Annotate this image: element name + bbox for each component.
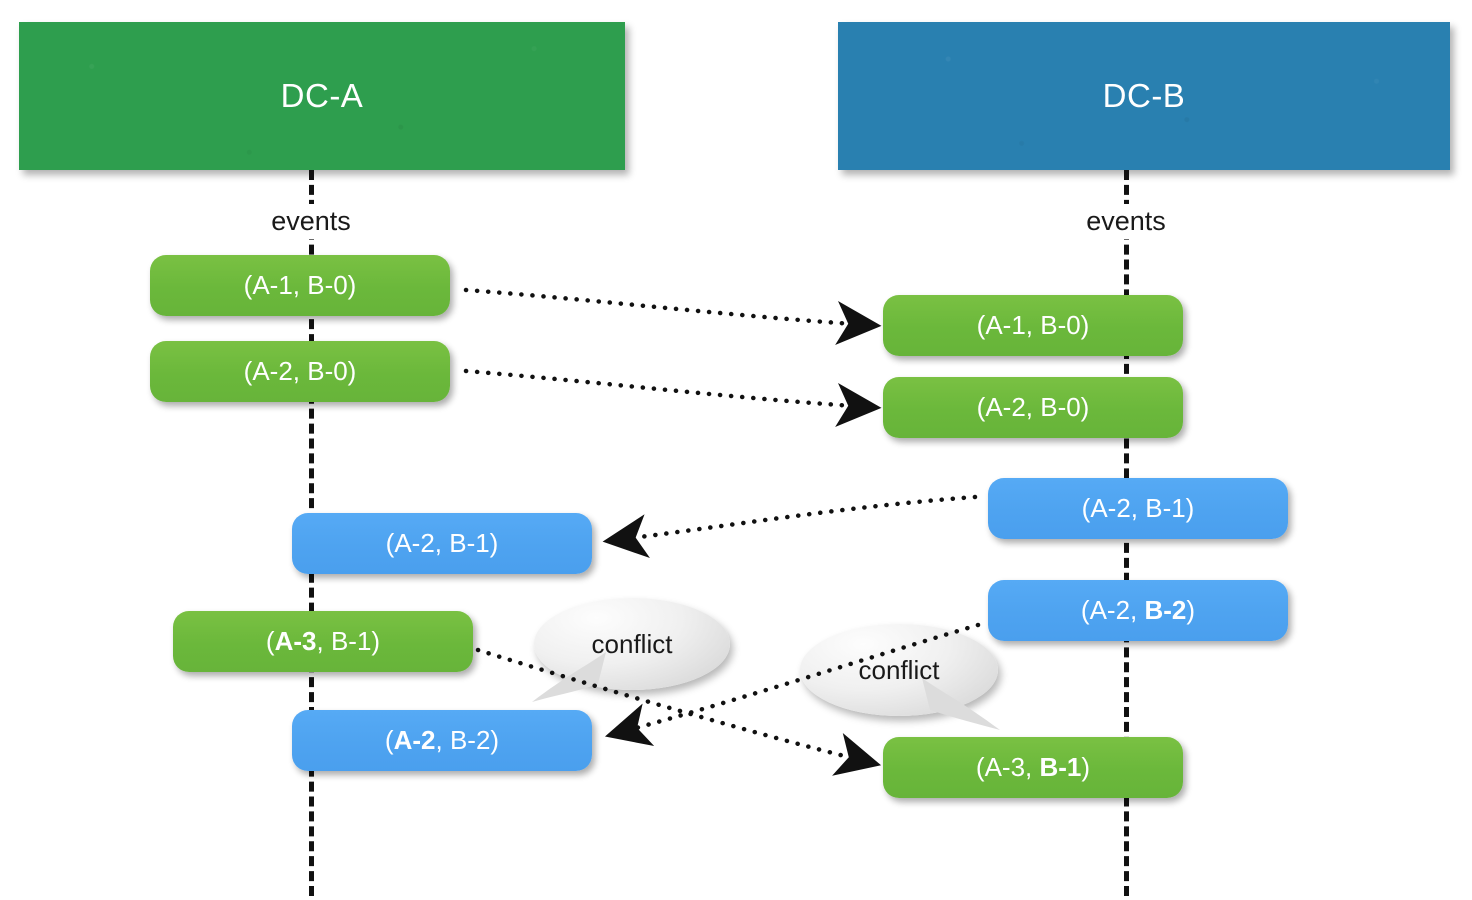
event-label: (A-2, B-0) <box>976 392 1090 422</box>
dc-a-header: DC-A <box>19 22 625 170</box>
conflict-bubble-left-label: conflict <box>591 628 673 659</box>
event-label: (A-1, B-0) <box>243 270 357 300</box>
event-pill-dc-b-4[interactable]: (A-2, B-2) <box>988 580 1288 641</box>
dc-b-events-label: events <box>1072 204 1180 239</box>
event-label: (A-2, B-1) <box>1081 493 1195 523</box>
event-label: (A-1, B-0) <box>976 310 1090 340</box>
arrow-a2-to-b2 <box>463 368 882 427</box>
event-pill-dc-b-1[interactable]: (A-1, B-0) <box>883 295 1183 356</box>
event-pill-dc-b-5[interactable]: (A-3, B-1) <box>883 737 1183 798</box>
event-label: (A-3, B-1) <box>265 626 381 656</box>
event-label: (A-3, B-1) <box>975 752 1091 782</box>
event-label: (A-2, B-0) <box>243 356 357 386</box>
conflict-bubble-right: conflict <box>800 624 1000 730</box>
event-pill-dc-a-1[interactable]: (A-1, B-0) <box>150 255 450 316</box>
conflict-bubble-right-label: conflict <box>858 654 940 685</box>
dc-a-events-label: events <box>257 204 365 239</box>
conflict-bubble-left: conflict <box>532 598 730 702</box>
event-pill-dc-b-2[interactable]: (A-2, B-0) <box>883 377 1183 438</box>
arrow-b3-to-a3 <box>602 494 978 559</box>
event-pill-dc-b-3[interactable]: (A-2, B-1) <box>988 478 1288 539</box>
dc-b-header: DC-B <box>838 22 1450 170</box>
arrow-a1-to-b1 <box>463 287 882 345</box>
event-label: (A-2, B-1) <box>385 528 499 558</box>
event-pill-dc-a-5[interactable]: (A-2, B-2) <box>292 710 592 771</box>
event-pill-dc-a-2[interactable]: (A-2, B-0) <box>150 341 450 402</box>
dc-a-title: DC-A <box>280 77 364 114</box>
event-pill-dc-a-4[interactable]: (A-3, B-1) <box>173 611 473 672</box>
event-label: (A-2, B-2) <box>384 725 500 755</box>
dc-b-title: DC-B <box>1102 77 1186 114</box>
event-pill-dc-a-3[interactable]: (A-2, B-1) <box>292 513 592 574</box>
event-label: (A-2, B-2) <box>1080 595 1196 625</box>
